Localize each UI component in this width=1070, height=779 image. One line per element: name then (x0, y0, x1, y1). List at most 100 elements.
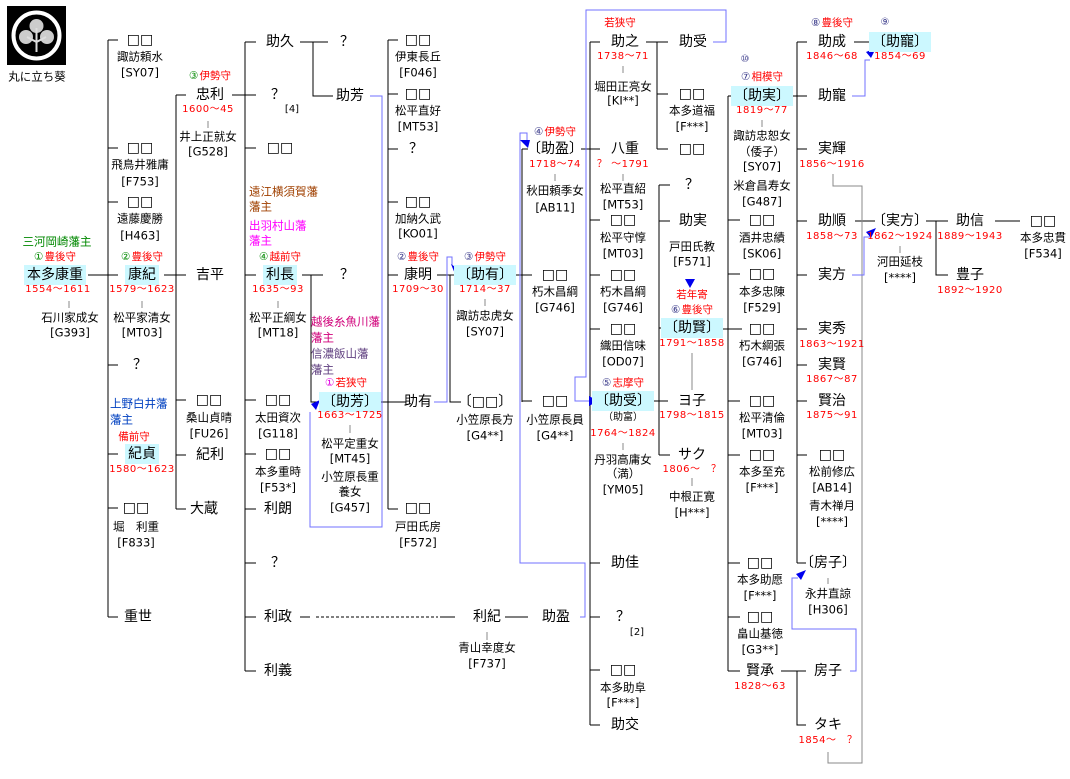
person-name: □□ (748, 212, 776, 228)
life-years: 1875〜91 (806, 410, 858, 421)
spouse-or-detail: 河田延枝 (877, 254, 923, 269)
life-years: 1806〜 ？ (662, 464, 722, 475)
spouse-or-detail: [MT03] (602, 246, 644, 261)
domain-label: 出羽村山藩 (249, 218, 307, 233)
head-of-house-name: 〔助受〕 (592, 391, 654, 411)
spouse-or-detail: 諏訪忠恕女 (733, 128, 791, 143)
domain-label: 藩主 (249, 199, 272, 214)
person-name: ヨ子 (678, 393, 706, 409)
life-years: 1892〜1920 (937, 285, 1003, 296)
head-of-house-name: 利長 (263, 265, 297, 285)
spouse-or-detail: [FU26] (189, 426, 229, 441)
spouse-or-detail: [F833] (117, 535, 155, 550)
rank-number: ④ (534, 125, 544, 138)
life-years: 1580〜1623 (109, 464, 175, 475)
spouse-or-detail: 本多助阜 (600, 680, 646, 695)
head-of-house-name: 〔助寵〕 (869, 32, 931, 52)
title-text: 若狭守 (335, 376, 367, 389)
spouse-or-detail: [F***] (743, 588, 777, 603)
person-name: 助盈 (542, 609, 570, 625)
spouse-or-detail: [AB14] (812, 480, 852, 495)
court-title: ⑦相模守 (741, 72, 783, 83)
court-title: ④伊勢守 (534, 127, 576, 138)
spouse-or-detail: 堀 利重 (113, 519, 159, 534)
spouse-or-detail: 本多助愿 (737, 572, 783, 587)
spouse-or-detail: 本多道福 (669, 103, 715, 118)
spouse-or-detail: [F***] (745, 480, 779, 495)
person-name: 〔房子〕 (800, 555, 856, 571)
spouse-or-detail: 養女 (338, 484, 362, 499)
life-years: 1856〜1916 (799, 159, 865, 170)
person-name: 利朗 (264, 501, 292, 517)
person-name: □□ (541, 393, 569, 409)
life-years: 1854〜 ？ (798, 735, 858, 746)
person-name: 助之 (611, 34, 639, 50)
person-name: ？ (271, 87, 285, 103)
spouse-or-detail: 織田信味 (600, 338, 646, 353)
spouse-or-detail: [F534] (1024, 246, 1062, 261)
spouse-or-detail: [4] (284, 104, 300, 115)
spouse-or-detail: [G487] (742, 194, 782, 209)
spouse-or-detail: [OD07] (602, 354, 644, 369)
spouse-or-detail: [G746] (603, 300, 643, 315)
person-name: 実秀 (818, 321, 846, 337)
spouse-or-detail: 松平正綱女 (249, 310, 307, 325)
spouse-or-detail: [F046] (399, 65, 437, 80)
spouse-or-detail: [KI**] (607, 93, 639, 108)
spouse-or-detail: 畠山基徳 (737, 626, 783, 641)
court-title: ③伊勢守 (189, 71, 231, 82)
person-name: □□ (748, 266, 776, 282)
domain-label: 藩主 (311, 362, 334, 377)
spouse-or-detail: [KO01] (398, 226, 438, 241)
person-name: ？ (271, 555, 285, 571)
spouse-or-detail: 本多忠陳 (739, 284, 785, 299)
spouse-or-detail: [G4**] (536, 428, 574, 443)
person-name: □□ (404, 32, 432, 48)
person-name: □□ (122, 500, 150, 516)
spouse-or-detail: 戸田氏教 (669, 239, 715, 254)
person-name: 助有 (404, 394, 432, 410)
life-years: 1709〜30 (392, 284, 444, 295)
spouse-or-detail: 戸田氏房 (395, 519, 441, 534)
head-of-house-name: 〔助実〕 (731, 86, 793, 106)
person-name: タキ (814, 717, 842, 733)
life-years: 1635〜93 (252, 284, 304, 295)
person-name: 賢承 (746, 663, 774, 679)
domain-label: 三河岡崎藩主 (22, 234, 92, 249)
spouse-or-detail: [G393] (50, 325, 90, 340)
life-years: 1764〜1824 (590, 428, 656, 439)
person-name: 忠利 (196, 87, 224, 103)
person-name: □□ (264, 392, 292, 408)
life-years: 1867〜87 (806, 374, 858, 385)
court-title: 若年寄 (676, 288, 708, 301)
person-name: 助成 (818, 34, 846, 50)
person-name: 利義 (264, 663, 292, 679)
person-name: 助信 (956, 213, 984, 229)
court-title: ⑥豊後守 (671, 305, 713, 316)
spouse-or-detail: 朽木昌綱 (600, 284, 646, 299)
spouse-or-detail: [F529] (743, 300, 781, 315)
rank-number: ⑥ (671, 303, 681, 316)
spouse-or-detail: 太田資次 (255, 410, 301, 425)
domain-label: 信濃飯山藩 (311, 346, 369, 361)
life-years: 1846〜68 (806, 51, 858, 62)
title-text: 伊勢守 (199, 69, 231, 82)
rank-number: ⑦ (741, 70, 751, 83)
head-of-house-name: 本多康重 (24, 265, 86, 285)
spouse-or-detail: 青木禅月 (809, 498, 855, 513)
person-name: 紀利 (196, 447, 224, 463)
life-years: 1828〜63 (734, 681, 786, 692)
person-name: ？ (685, 177, 699, 193)
spouse-or-detail: 松平直好 (395, 103, 441, 118)
spouse-or-detail: 諏訪頼水 (117, 49, 163, 64)
spouse-or-detail: [F753] (121, 174, 159, 189)
spouse-or-detail: 丸に立ち葵 (8, 69, 66, 84)
spouse-or-detail: [YM05] (602, 482, 644, 497)
life-years: 1863〜1921 (799, 339, 865, 350)
spouse-or-detail: [G3**] (741, 642, 779, 657)
person-name: □□ (818, 447, 846, 463)
person-name: 助寵 (818, 88, 846, 104)
rank-number: ① (34, 250, 44, 263)
spouse-or-detail: [F***] (606, 695, 640, 710)
title-text: 相模守 (751, 70, 783, 83)
